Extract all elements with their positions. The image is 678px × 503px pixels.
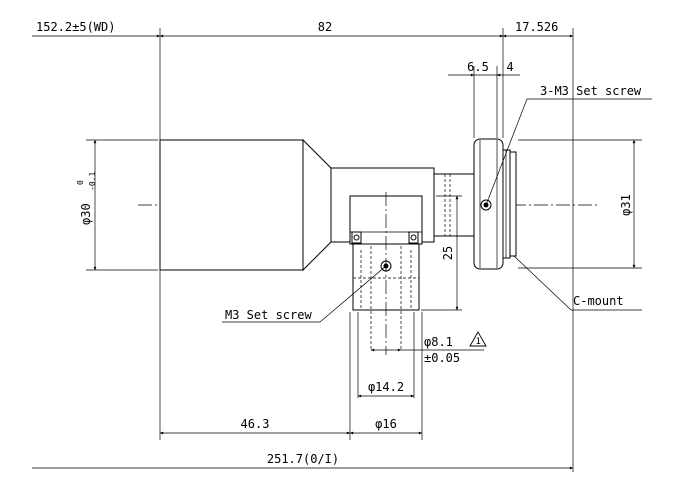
label-m3-set-screw: M3 Set screw [225, 308, 312, 322]
mount-set-screw-icon [380, 260, 392, 272]
flange-ring [473, 138, 504, 270]
leader-3-m3 [485, 98, 528, 206]
label-setscrew-offset-a: 6.5 [467, 60, 489, 74]
label-body-tol-lower: -0.1 [88, 172, 97, 191]
label-caution-mark: 1 [476, 337, 481, 347]
mounting-block [349, 192, 423, 355]
label-barrel-length: 82 [318, 20, 332, 34]
label-mount-diameter: φ31 [619, 194, 633, 216]
flange-set-screw-icon [480, 199, 492, 211]
label-flange-length: 17.526 [515, 20, 558, 34]
label-mount-width-outer: φ16 [375, 417, 397, 431]
dimension-lines [32, 34, 636, 470]
label-25-group: 25 [441, 246, 455, 260]
label-setscrew-offset-b: 4 [506, 60, 513, 74]
label-body-tol-upper: 0 [76, 180, 85, 185]
label-mount-offset: 46.3 [241, 417, 270, 431]
label-3-m3-set-screw: 3-M3 Set screw [540, 84, 642, 98]
extension-lines [86, 28, 642, 472]
label-pin-tolerance: ±0.05 [424, 351, 460, 365]
corner-screw-left [351, 231, 362, 244]
label-working-distance: 152.2±5(WD) [36, 20, 115, 34]
corner-screw-left-icon [353, 234, 360, 241]
corner-screw-right-icon [410, 234, 417, 241]
label-total-length: 251.7(0/I) [267, 452, 339, 466]
c-mount-thread [502, 149, 511, 259]
caution-triangle-icon [469, 331, 487, 347]
label-pin-diameter: φ8.1 [424, 335, 453, 349]
front-barrel [159, 139, 304, 271]
leader-m3 [319, 265, 387, 323]
label-c-mount: C-mount [573, 294, 624, 308]
dimension-labels: 152.2±5(WD) 82 17.526 6.5 4 3-M3 Set scr… [36, 20, 642, 466]
leaders [222, 98, 652, 323]
label-mount-width-inner: φ14.2 [368, 380, 404, 394]
c-mount-thread-lip [509, 151, 517, 257]
corner-screw-right [408, 231, 419, 244]
lens-body [159, 138, 517, 272]
label-phi31-group: φ31 [619, 194, 633, 216]
label-phi30-group: φ30 0 -0.1 [76, 172, 97, 225]
rear-barrel [433, 173, 475, 237]
label-mount-height: 25 [441, 246, 455, 260]
label-body-diameter: φ30 [79, 203, 93, 225]
barrel-taper [302, 138, 332, 272]
leader-c-mount [513, 255, 572, 311]
